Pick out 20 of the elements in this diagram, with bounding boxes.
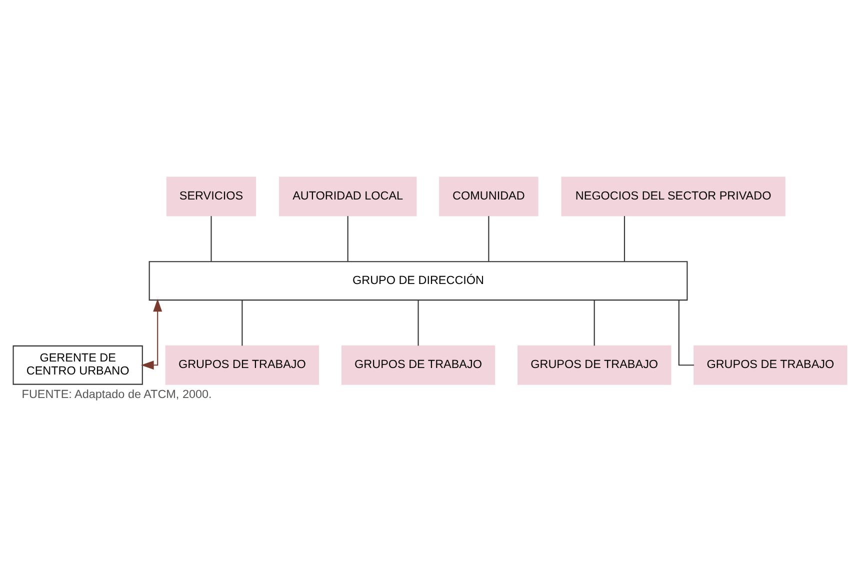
node-box: GRUPO DE DIRECCIÓN — [148, 260, 688, 300]
node-box: GRUPOS DE TRABAJO — [693, 344, 847, 384]
connector — [623, 216, 625, 261]
node-box: COMUNIDAD — [438, 176, 538, 216]
node-box: NEGOCIOS DEL SECTOR PRIVADO — [560, 176, 785, 216]
connector — [417, 300, 418, 346]
connector — [241, 300, 242, 346]
node-box: GRUPOS DE TRABAJO — [517, 344, 671, 384]
arrow — [140, 298, 162, 370]
node-box: SERVICIOS — [166, 176, 256, 216]
connector — [346, 216, 348, 261]
node-box: AUTORIDAD LOCAL — [278, 176, 416, 216]
caption: FUENTE: Adaptado de ATCM, 2000. — [21, 388, 212, 401]
node-box: GERENTE DE CENTRO URBANO — [12, 344, 142, 384]
node-box: GRUPOS DE TRABAJO — [164, 344, 319, 384]
connector — [678, 300, 694, 366]
connector — [488, 216, 489, 261]
connector — [593, 300, 594, 346]
connector — [210, 216, 212, 261]
node-box: GRUPOS DE TRABAJO — [340, 344, 495, 384]
